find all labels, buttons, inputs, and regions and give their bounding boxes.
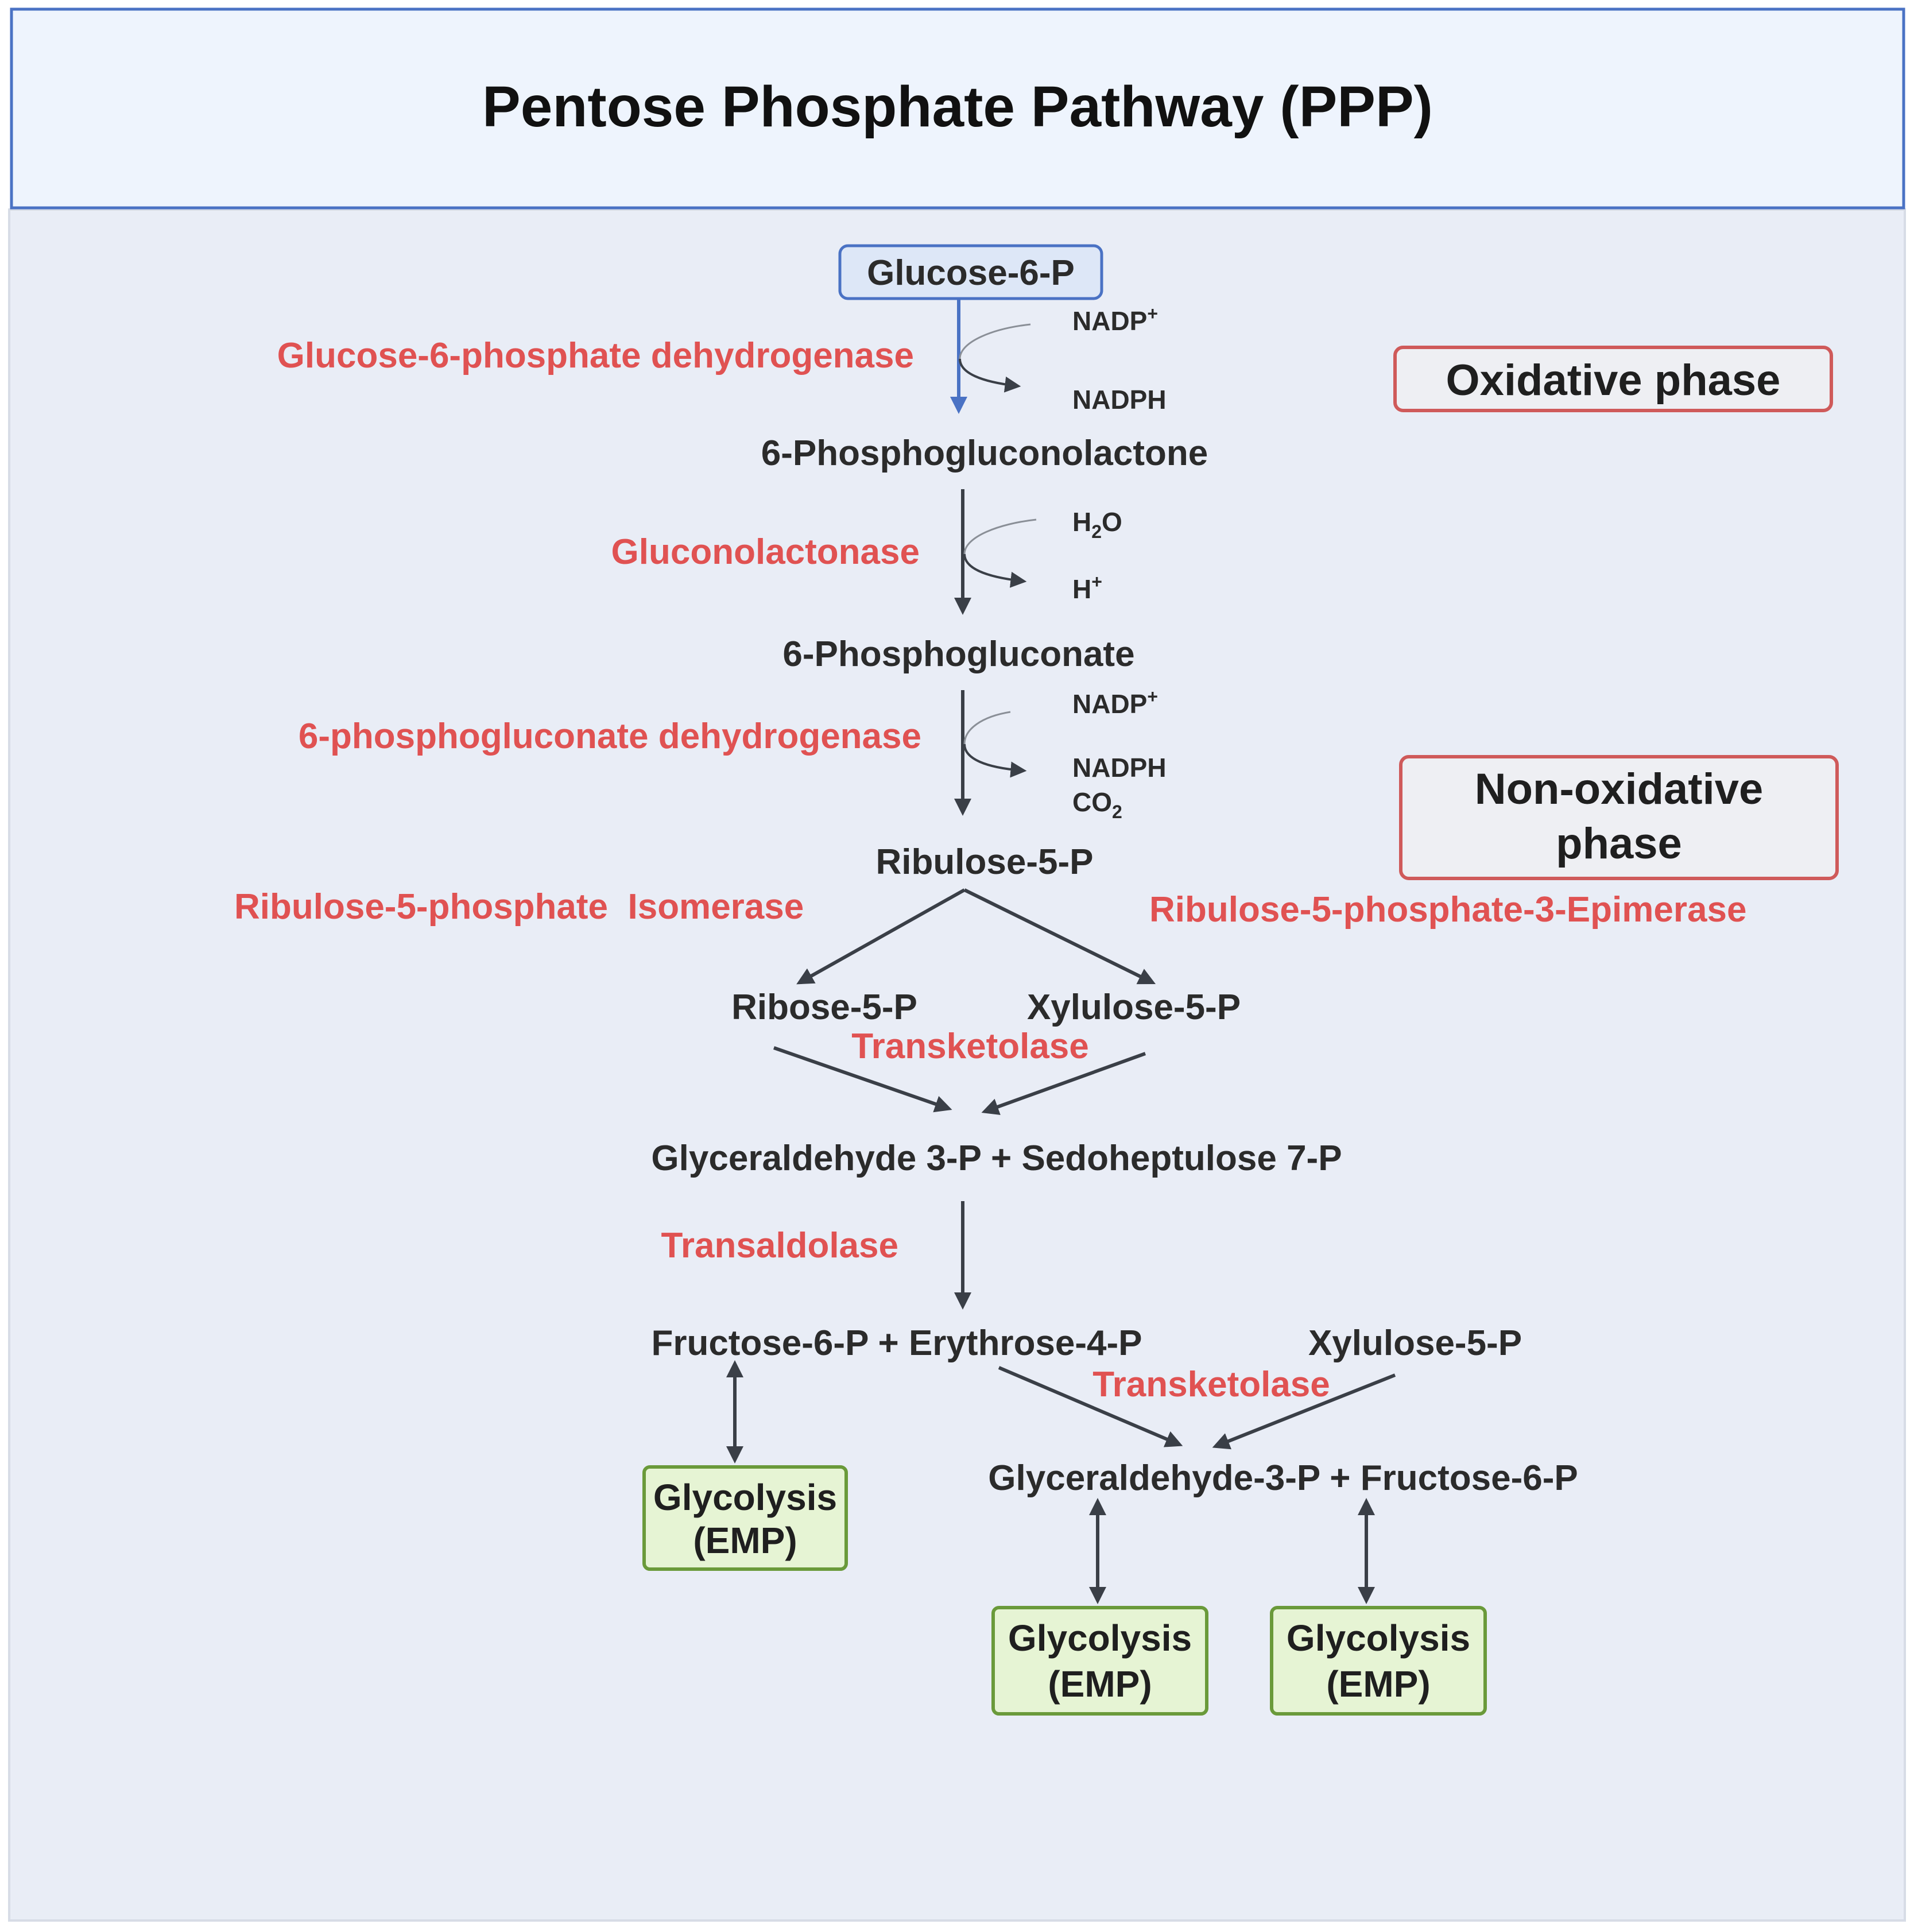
cofactor-nadp-1: NADP+ bbox=[1072, 303, 1158, 336]
glycolysis-emp-1: (EMP) bbox=[693, 1520, 797, 1561]
metabolite-ribose-5-p: Ribose-5-P bbox=[731, 988, 917, 1027]
enzyme-epimerase: Ribulose-5-phosphate-3-Epimerase bbox=[1149, 890, 1746, 930]
glycolysis-box-2: Glycolysis (EMP) bbox=[991, 1606, 1208, 1716]
non-oxidative-phase-label: Non-oxidative bbox=[1475, 765, 1764, 814]
non-oxidative-phase-label-2: phase bbox=[1556, 819, 1682, 868]
cofactor-curl-step1-in bbox=[959, 323, 1031, 359]
enzyme-g6pd: Glucose-6-phosphate dehydrogenase bbox=[277, 336, 914, 375]
glycolysis-label-1: Glycolysis bbox=[653, 1477, 837, 1518]
cofactor-co2: CO2 bbox=[1072, 787, 1122, 822]
arrow-e4p-to-g3p-f6p bbox=[998, 1366, 1183, 1447]
cofactor-water: H2O bbox=[1072, 507, 1122, 542]
enzyme-transaldolase: Transaldolase bbox=[661, 1226, 898, 1265]
metabolite-xylulose-5-p-2: Xylulose-5-P bbox=[1308, 1323, 1522, 1363]
oxidative-phase-label: Oxidative phase bbox=[1446, 356, 1781, 405]
cofactor-curl-step3-out bbox=[963, 744, 1027, 778]
enzyme-isomerase: Ribulose-5-phosphate Isomerase bbox=[234, 887, 804, 927]
cofactor-nadp-2: NADP+ bbox=[1072, 686, 1158, 719]
metabolite-g3p-s7p: Glyceraldehyde 3-P + Sedoheptulose 7-P bbox=[651, 1139, 1342, 1178]
arrow-to-ribose bbox=[796, 888, 966, 985]
glycolysis-box-1: Glycolysis (EMP) bbox=[642, 1465, 848, 1571]
cofactor-curl-step2-in bbox=[963, 518, 1037, 555]
cofactor-curl-step1-out bbox=[959, 358, 1021, 393]
cofactor-curl-step3-in bbox=[963, 711, 1011, 745]
arrow-xylulose-to-g3p-f6p bbox=[1212, 1373, 1396, 1450]
oxidative-phase-box bbox=[1393, 346, 1833, 412]
arrow-xylulose-to-g3p bbox=[981, 1052, 1146, 1115]
cofactor-curl-step2-out bbox=[963, 553, 1027, 588]
cofactor-proton: H+ bbox=[1072, 571, 1102, 604]
glycolysis-label-3: Glycolysis bbox=[1287, 1617, 1470, 1659]
arrow-to-xylulose bbox=[963, 888, 1156, 985]
enzyme-gluconolactonase: Gluconolactonase bbox=[611, 532, 920, 572]
metabolite-ribulose-5-p: Ribulose-5-P bbox=[876, 842, 1094, 882]
metabolite-6-phosphogluconate: 6-Phosphogluconate bbox=[782, 634, 1134, 674]
metabolite-g3p-f6p: Glyceraldehyde-3-P + Fructose-6-P bbox=[988, 1458, 1578, 1498]
enzyme-transketolase-2: Transketolase bbox=[1092, 1365, 1330, 1404]
body-panel bbox=[8, 208, 1906, 1922]
glucose-6-p-box bbox=[838, 244, 1103, 300]
cofactor-nadph-2: NADPH bbox=[1072, 753, 1167, 783]
metabolite-xylulose-5-p-1: Xylulose-5-P bbox=[1027, 988, 1241, 1027]
glycolysis-box-3: Glycolysis (EMP) bbox=[1270, 1606, 1487, 1716]
header-panel bbox=[10, 7, 1905, 210]
page-title: Pentose Phosphate Pathway (PPP) bbox=[482, 75, 1433, 139]
enzyme-6pgd: 6-phosphogluconate dehydrogenase bbox=[299, 717, 921, 756]
metabolite-6-phosphogluconolactone: 6-Phosphogluconolactone bbox=[761, 433, 1208, 473]
enzyme-transketolase-1: Transketolase bbox=[851, 1027, 1089, 1066]
arrow-ribose-to-g3p bbox=[773, 1046, 952, 1113]
glycolysis-emp-3: (EMP) bbox=[1326, 1663, 1430, 1705]
non-oxidative-phase-box bbox=[1399, 755, 1839, 880]
metabolite-glucose-6-p: Glucose-6-P bbox=[867, 253, 1075, 293]
glycolysis-emp-2: (EMP) bbox=[1048, 1663, 1152, 1705]
metabolite-f6p-e4p: Fructose-6-P + Erythrose-4-P bbox=[651, 1323, 1142, 1363]
glycolysis-label-2: Glycolysis bbox=[1008, 1617, 1192, 1659]
cofactor-nadph-1: NADPH bbox=[1072, 385, 1167, 415]
